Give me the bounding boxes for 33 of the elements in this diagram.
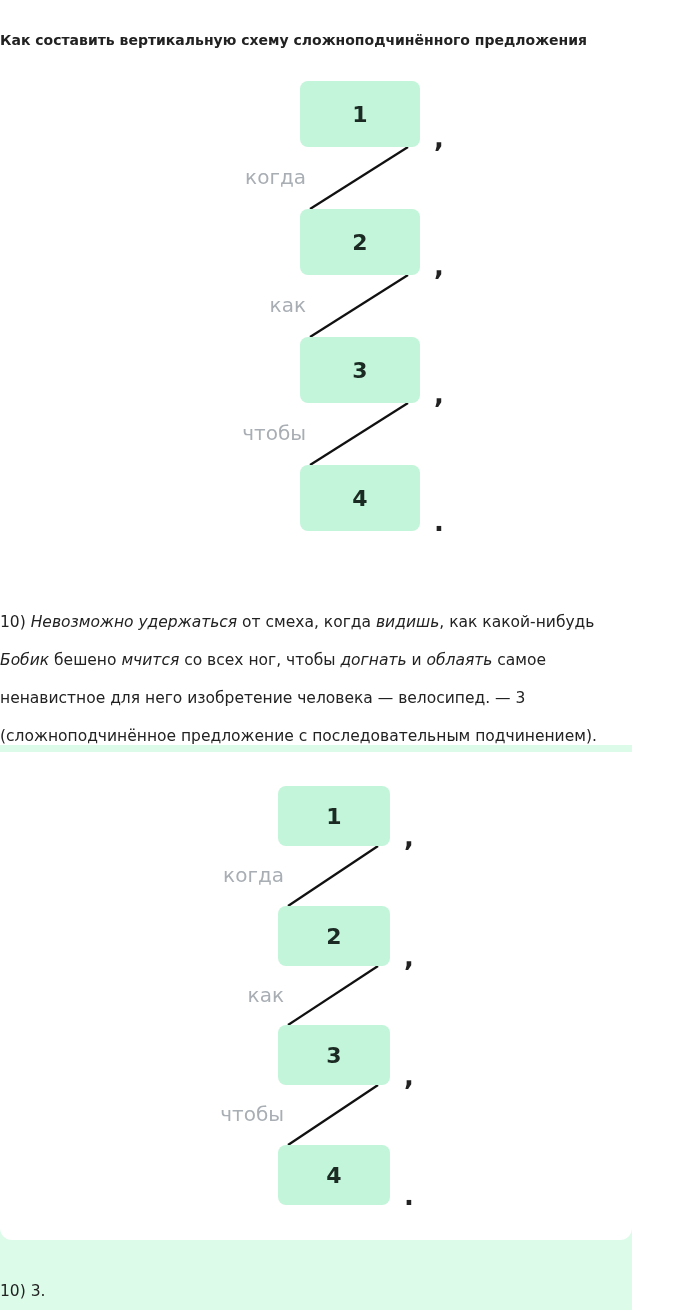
punctuation-mark: . xyxy=(404,1183,414,1209)
punctuation-mark: , xyxy=(434,253,444,279)
title: Как составить вертикальную схему сложноподчинённого предложения xyxy=(0,32,588,48)
clause-number: 1 xyxy=(326,803,342,829)
connector-line xyxy=(287,1084,379,1146)
connector-line xyxy=(309,274,409,338)
clause-box xyxy=(278,1025,390,1085)
clause-number: 2 xyxy=(352,229,368,255)
example-sentence: 10) Невозможно удержаться от смеха, когда видишь, как какой-нибудь Бобик бешено мчится со всех ног, чтобы догнать и облаять самое ненавистное для него изобретение человека — велосипед. — 3 (сложноподчинённое предложение с последовательным подчинением). xyxy=(0,612,598,747)
clause-box xyxy=(278,786,390,846)
clause-number: 3 xyxy=(352,357,368,383)
punctuation-mark: , xyxy=(404,824,414,850)
punctuation-mark: , xyxy=(434,125,444,151)
punctuation-mark: , xyxy=(404,944,414,970)
clause-number: 4 xyxy=(326,1162,342,1188)
answer-text: 10) 3. xyxy=(0,1282,46,1300)
connector-line xyxy=(309,146,409,210)
connector-line xyxy=(287,845,379,907)
punctuation-mark: , xyxy=(434,381,444,407)
clause-box xyxy=(278,906,390,966)
clause-box xyxy=(300,465,420,531)
punctuation-mark: . xyxy=(434,509,444,535)
clause-box xyxy=(300,337,420,403)
clause-number: 2 xyxy=(326,923,342,949)
punctuation-mark: , xyxy=(404,1063,414,1089)
clause-number: 4 xyxy=(352,485,368,511)
connector-line xyxy=(287,965,379,1026)
clause-number: 1 xyxy=(352,101,368,127)
clause-box xyxy=(300,81,420,147)
connector-line xyxy=(309,402,409,466)
clause-box xyxy=(300,209,420,275)
clause-number: 3 xyxy=(326,1042,342,1068)
clause-box xyxy=(278,1145,390,1205)
